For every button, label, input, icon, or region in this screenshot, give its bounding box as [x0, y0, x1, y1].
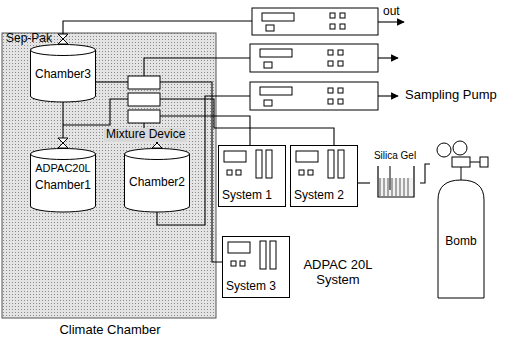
node-text: System 3	[226, 280, 288, 294]
node-text: Silica Gel	[366, 150, 424, 162]
climate-chamber: Climate ChamberChamber3ADPAC20LChamber1C…	[0, 33, 218, 343]
node-text: Chamber3	[30, 68, 96, 82]
system-unit: System 3	[222, 236, 290, 298]
gas-line	[420, 164, 430, 183]
node-text: Chamber1	[30, 179, 96, 193]
system-unit: System 1	[218, 145, 286, 207]
part-label: ADPAC 20L System	[296, 258, 380, 288]
part-label: Sampling Pump	[405, 88, 505, 103]
gas-bomb-outline	[430, 140, 492, 300]
part-label: Sep-Pak	[6, 32, 56, 46]
gas-bomb: Bomb	[430, 140, 492, 300]
node-text: Climate Chamber	[20, 323, 200, 338]
node-text: System 1	[222, 189, 284, 203]
node-text: ADPAC20L	[26, 162, 100, 175]
chamber-cylinder: Chamber2	[124, 148, 190, 212]
part-label: Mixture Device	[104, 128, 187, 142]
node-text: Chamber2	[124, 176, 190, 190]
gas-line	[358, 182, 370, 183]
chamber-cylinder: Chamber3	[30, 44, 96, 102]
silica-gel-beaker: Silica Gel	[370, 150, 420, 198]
output-label: out	[383, 5, 407, 19]
node-text: Bomb	[438, 235, 484, 249]
system-unit: System 2	[290, 145, 358, 207]
chamber-cylinder: ADPAC20LChamber1	[30, 148, 96, 212]
node-text: System 2	[294, 189, 356, 203]
